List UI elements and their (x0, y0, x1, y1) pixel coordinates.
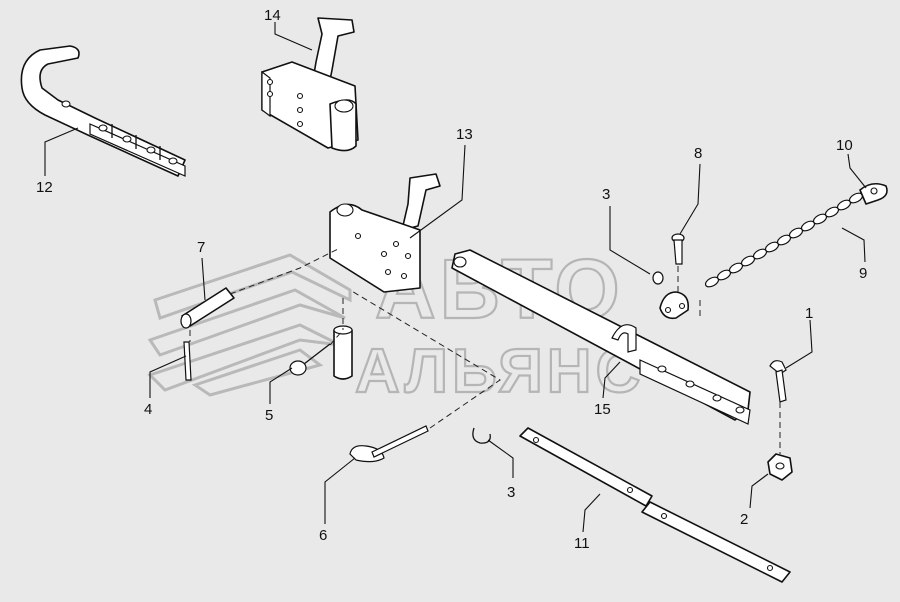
callout-15: 15 (594, 401, 611, 418)
part-3-clip-lower (472, 427, 491, 444)
callout-5: 5 (265, 407, 273, 424)
part-10-chain-hook (859, 182, 888, 205)
callout-3-upper: 3 (602, 186, 610, 203)
part-9-chain (704, 192, 864, 288)
callout-14: 14 (264, 7, 281, 24)
part-11-strap-upper (519, 427, 653, 507)
part-11-strap-lower (641, 501, 791, 583)
part-hitch-pin (333, 325, 353, 380)
callout-labels: 1 2 3 3 4 5 6 7 8 9 10 11 12 13 14 15 (36, 7, 867, 552)
callout-2: 2 (740, 511, 748, 528)
watermark-line2: АЛЬЯНС (355, 337, 644, 406)
part-7-pin (180, 287, 235, 329)
leader-lines (44, 22, 867, 533)
callout-7: 7 (197, 239, 205, 256)
part-15-drawbar (451, 249, 751, 425)
callout-13: 13 (456, 126, 473, 143)
part-5-lynch-pin (289, 343, 331, 376)
part-1-bolt (769, 360, 787, 403)
callout-1: 1 (805, 305, 813, 322)
callout-6: 6 (319, 527, 327, 544)
part-8-bolt (659, 233, 690, 320)
watermark-logo (147, 253, 352, 397)
callout-4: 4 (144, 401, 152, 418)
part-3-clip-upper (652, 271, 664, 285)
part-2-nut (767, 453, 793, 481)
part-6-ring-pin (349, 425, 429, 463)
part-12-hook-bar (20, 45, 186, 177)
callout-3-lower: 3 (507, 484, 515, 501)
part-4-cotter-pin (183, 341, 192, 381)
callout-12: 12 (36, 179, 53, 196)
part-14-bracket (261, 17, 359, 152)
callout-9: 9 (859, 265, 867, 282)
part-13-hitch-bracket (329, 173, 441, 293)
callout-11: 11 (574, 535, 590, 552)
assembly-lines (189, 247, 781, 454)
callout-10: 10 (836, 137, 853, 154)
callout-8: 8 (694, 145, 702, 162)
